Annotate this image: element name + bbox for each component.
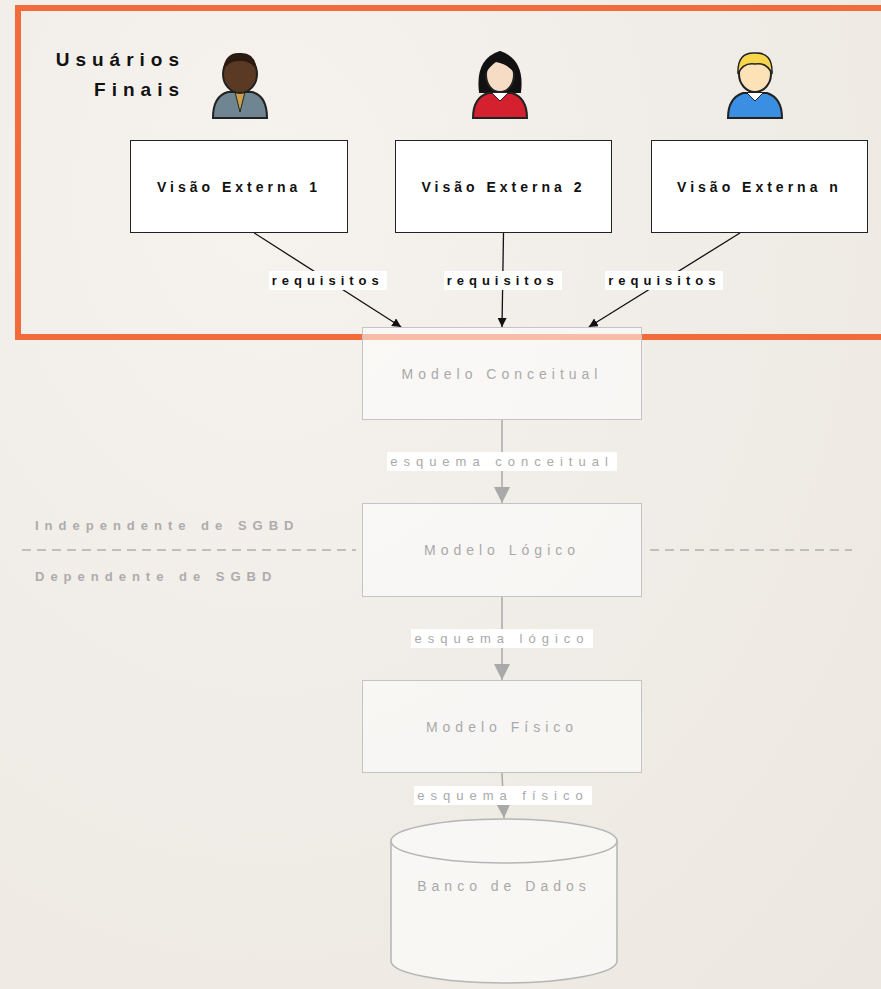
edge-label: requisitos [444,271,562,290]
model-box: Modelo Conceitual [362,327,642,420]
database-cylinder: Banco de Dados [390,818,618,984]
box-label: Modelo Lógico [424,542,580,558]
model-box: Modelo Lógico [362,503,642,597]
user-icon [728,53,782,118]
divider-line [22,549,356,551]
flow-arrow [254,233,401,327]
box-label: Visão Externa n [677,179,842,195]
divider-line [650,549,852,551]
edge-label: esquema físico [414,786,591,805]
cylinder-outline [390,818,618,984]
edge-label: requisitos [605,271,723,290]
box-label: Banco de Dados [417,878,591,894]
dbms-dependency-label: Independente de SGBD [35,518,299,533]
box-label: Modelo Físico [426,719,578,735]
model-box: Modelo Físico [362,680,642,773]
dbms-dependency-label: Dependente de SGBD [35,569,277,584]
edge-label: esquema conceitual [387,452,617,471]
external-view-box: Visão Externa 2 [395,140,612,233]
external-view-box: Visão Externa 1 [130,140,348,233]
flow-arrow [589,233,740,327]
edge-label: requisitos [269,271,387,290]
group-title: Usuários Finais [25,45,185,105]
box-label: Modelo Conceitual [402,366,603,382]
user-group-region: Usuários FinaisVisão Externa 1 Visão Exte… [15,5,881,340]
user-icon [473,52,527,118]
box-label: Visão Externa 2 [421,179,585,195]
edge-label: esquema lógico [411,629,592,648]
user-icon [213,53,267,118]
external-view-box: Visão Externa n [651,140,868,233]
box-label: Visão Externa 1 [157,179,321,195]
